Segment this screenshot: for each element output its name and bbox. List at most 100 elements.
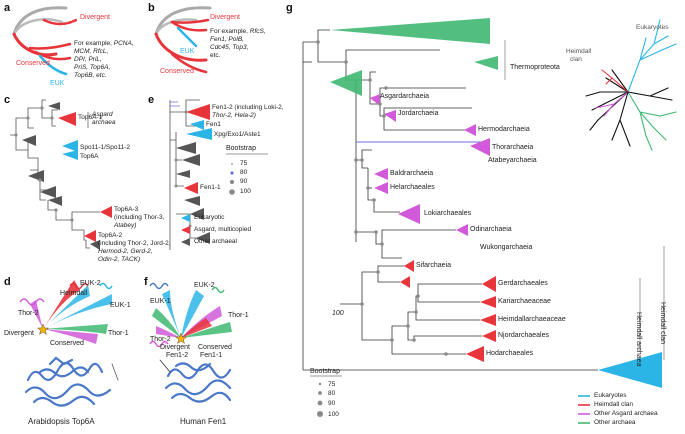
- a-example-line-4: PriS, Top6A,: [74, 64, 111, 71]
- g-bootstrap-90: 90: [328, 400, 336, 407]
- e-bootstrap-75: 75: [240, 160, 248, 167]
- panel-letter-g: g: [286, 2, 293, 14]
- d-label-euk2: EUK-2: [80, 280, 101, 287]
- g-clade-thermoproteota: Thermoproteota: [510, 64, 560, 71]
- a-euk-label: EUK: [50, 80, 65, 87]
- b-divergent-label: Divergent: [210, 14, 240, 21]
- e-legend-asgard: Asgard, multicopied: [194, 226, 252, 233]
- g-clade-hermod: Hermodarchaeia: [478, 126, 530, 133]
- panel-letter-e: e: [148, 94, 155, 106]
- panel-g-legend-swatches: [578, 395, 590, 424]
- g-clade-gerd: Gerdarchaeales: [498, 280, 548, 287]
- panel-b-tree: [154, 6, 212, 74]
- g-clade-njord: Njordarchaeales: [498, 332, 549, 339]
- g-inset-eukaryotes: Eukaryotes: [636, 24, 669, 31]
- g-clade-baldr: Baldrarchaeia: [390, 170, 434, 177]
- b-example-line-3: Cdc45, Top3,: [210, 44, 249, 51]
- panel-letter-b: b: [148, 2, 155, 14]
- g-bootstrap-80: 80: [328, 390, 336, 397]
- b-conserved-label: Conserved: [160, 68, 194, 75]
- b-euk-label: EUK: [180, 48, 195, 55]
- g-clade-hod: Hodarchaeales: [486, 350, 534, 357]
- g-bootstrap-title: Bootstrap: [310, 368, 340, 375]
- panel-letter-a: a: [4, 2, 11, 14]
- g-clade-atabey: Atabeyarchaeia: [488, 157, 537, 164]
- c-top6a2-note-2: Hermod-2, Gerd-2,: [98, 248, 153, 255]
- e-bootstrap-90: 90: [240, 178, 248, 185]
- panel-e-tree: [169, 99, 200, 250]
- e-fen11-label: Fen1-1: [200, 184, 221, 191]
- panel-a-tree: [12, 6, 78, 76]
- c-top6a3-note-1: (including Thor-3,: [114, 214, 165, 221]
- c-top6a2-note-3: Odin-2, TACK): [98, 256, 141, 263]
- e-bootstrap-80: 80: [240, 169, 248, 176]
- panel-c-tree: [10, 99, 100, 249]
- g-clade-asgard: Asgardarchaeia: [380, 93, 430, 100]
- g-bootstrap-75: 75: [328, 381, 336, 388]
- g-inset-heimdall-2: clan: [570, 56, 582, 63]
- panel-e-legend-symbols: [181, 214, 190, 246]
- panel-c-clades: [14, 102, 112, 250]
- c-top6a3-note-2: Atabey): [114, 222, 137, 229]
- c-top6a3-label: Top6A-3: [114, 206, 139, 213]
- g-clade-kari: Kariarchaeaceae: [498, 298, 551, 305]
- g-clade-hela: Helarchaeales: [390, 184, 435, 191]
- d-label-divergent: Divergent: [4, 330, 34, 337]
- panel-letter-c: c: [4, 94, 11, 106]
- b-example-line-1: For example, RfcS,: [210, 28, 266, 35]
- e-legend-other: Other archaeal: [194, 238, 237, 245]
- g-clade-sif: Sifarchaeia: [416, 262, 452, 269]
- c-spo11-label: Spo11-1/Spo11-2: [80, 144, 130, 151]
- d-label-heimdall: Heimdall: [60, 290, 88, 297]
- a-example-line-5: Top6B, etc.: [74, 72, 107, 79]
- c-top6a-label: Top6A: [80, 153, 99, 160]
- g-clade-loki: Lokiarchaeales: [424, 210, 472, 217]
- f-label-conserved: Conserved: [198, 344, 232, 351]
- e-bootstrap-title: Bootstrap: [226, 145, 256, 152]
- f-label-thor1: Thor-1: [228, 312, 249, 319]
- f-label-divergent: Divergent: [160, 344, 190, 351]
- panel-g-separators: [504, 40, 665, 360]
- e-bootstrap-100: 100: [240, 188, 251, 195]
- panel-g-bootstrap-symbols: [310, 375, 342, 417]
- a-example-line-2: MCM, RfcL,: [74, 48, 109, 55]
- c-top6a1-label: Top6A-1: [78, 114, 103, 121]
- g-legend-other-archaea: Other archaea: [594, 419, 636, 426]
- b-example-line-2: Fen1, PolB,: [210, 36, 244, 43]
- panel-f-structure: [159, 359, 232, 403]
- g-clade-heimdallaceae: Heimdallarchaeaceae: [498, 316, 566, 323]
- g-node-100-label: 100: [332, 310, 344, 317]
- e-xpg-label: Xpg/Exo1/Aste1: [214, 131, 261, 138]
- panel-e-clades: [174, 104, 212, 244]
- f-label-euk1: EUK-1: [150, 298, 171, 305]
- g-clade-wukong: Wukongarchaeia: [480, 244, 533, 251]
- panel-letter-d: d: [4, 276, 11, 288]
- a-example-line-3: DPI, PriL,: [74, 56, 102, 63]
- e-fen1-label: Fen1: [206, 121, 221, 128]
- a-divergent-label: Divergent: [80, 14, 110, 21]
- g-side-heimdall-clan: Heimdall clan: [659, 302, 666, 345]
- g-legend-heimdall: Heimdall clan: [594, 401, 634, 408]
- f-label-euk2: EUK-2: [194, 282, 215, 289]
- d-label-conserved: Conserved: [50, 340, 84, 347]
- g-clade-jord: Jordarchaeia: [398, 110, 439, 117]
- panel-g-clades: [330, 18, 662, 388]
- panel-letter-f: f: [144, 276, 148, 288]
- f-caption: Human Fen1: [180, 417, 227, 426]
- f-label-fen11: Fen1-1: [200, 352, 223, 359]
- g-clade-odin: Odinarchaeia: [470, 226, 512, 233]
- g-legend-eukaryotes: Eukaryotes: [594, 392, 627, 399]
- f-label-thor2: Thor-2: [150, 336, 171, 343]
- c-top6a2-note-1: (including Thor-2, Jord-2,: [98, 240, 171, 247]
- e-fen12-label: Fen1-2 (including Loki-2,: [212, 104, 284, 111]
- d-label-thor1: Thor-1: [108, 330, 129, 337]
- c-top6a1-note-1: Asgard: [92, 111, 113, 118]
- e-legend-eukaryotic: Eukaryotic: [194, 214, 225, 221]
- g-side-heimdall-archaea: Heimdall archaea: [635, 312, 642, 367]
- panel-d-schematic: [19, 280, 113, 344]
- panel-g-nodes: [316, 40, 448, 356]
- panel-d-structure: [24, 356, 119, 407]
- d-caption: Arabidopsis Top6A: [28, 417, 95, 426]
- f-label-fen12: Fen1-2: [166, 352, 189, 359]
